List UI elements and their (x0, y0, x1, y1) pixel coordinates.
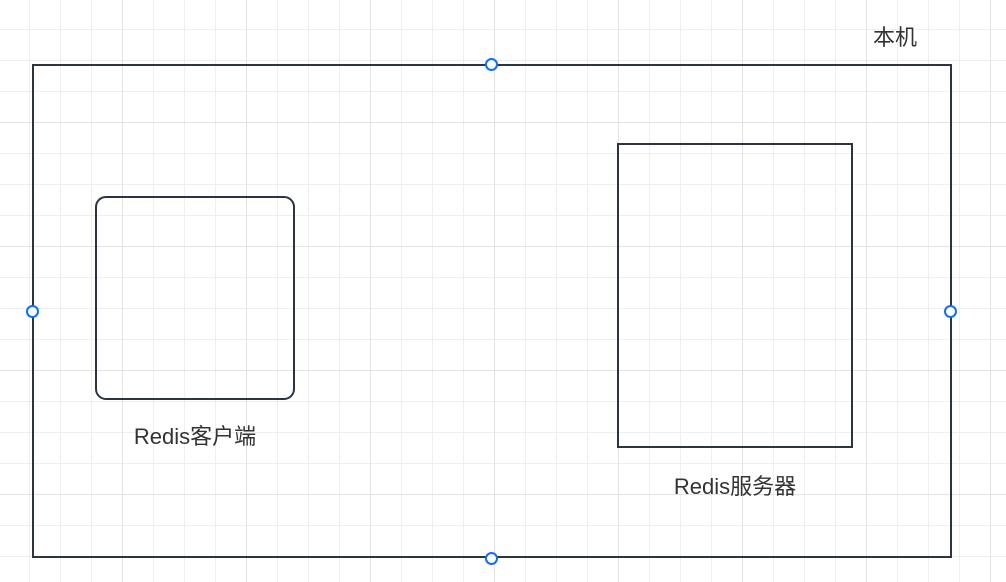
selection-handle-top[interactable] (485, 58, 498, 71)
shape-redis-client[interactable] (95, 196, 295, 400)
shape-redis-client-label: Redis客户端 (133, 424, 257, 449)
selection-handle-bottom[interactable] (485, 552, 498, 565)
shape-redis-server[interactable] (617, 143, 853, 448)
shape-host-label: 本机 (873, 25, 918, 50)
selection-handle-left[interactable] (26, 305, 39, 318)
selection-handle-right[interactable] (944, 305, 957, 318)
shape-redis-server-label: Redis服务器 (673, 474, 797, 499)
